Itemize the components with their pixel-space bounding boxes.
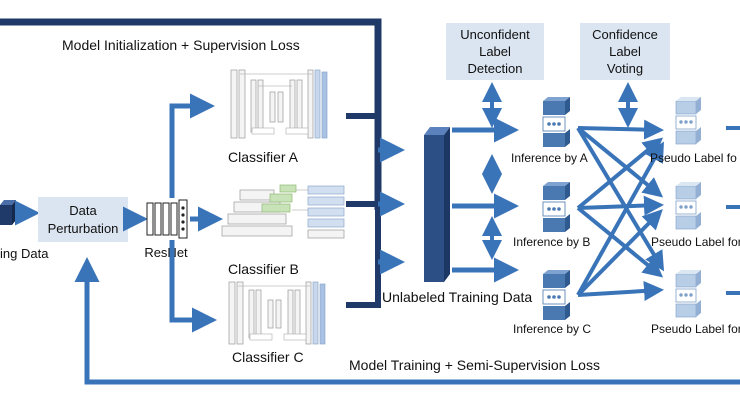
unlabeled-data-pillar-icon <box>424 127 450 282</box>
training-data-label: ing Data <box>0 246 49 261</box>
pseudo-b-cubes-icon <box>675 182 701 230</box>
classifier-c-network-icon <box>228 281 326 345</box>
data-perturbation-box <box>38 197 128 242</box>
pseudo-c-label: Pseudo Label for <box>651 322 740 336</box>
resnet-icon <box>146 199 188 239</box>
bottom-loop-label: Model Training + Semi-Supervision Loss <box>349 357 600 373</box>
inference-a-label: Inference by A <box>511 151 588 165</box>
inference-c-label: Inference by C <box>513 322 591 336</box>
pseudo-a-cubes-icon <box>675 97 701 145</box>
voting-line1: Confidence <box>592 27 658 42</box>
training-data-cube-icon <box>0 200 16 225</box>
top-loop-line <box>0 18 382 210</box>
inference-c-cubes-icon <box>542 270 570 320</box>
inference-a-cubes-icon <box>542 97 570 147</box>
unlabeled-data-label: Unlabeled Training Data <box>382 289 532 305</box>
classifier-c-label: Classifier C <box>232 349 304 365</box>
connector-c <box>346 210 381 308</box>
cross-arrows <box>576 119 665 301</box>
unconfident-detection-box <box>446 23 544 80</box>
classifier-b-network-icon <box>221 184 345 239</box>
top-loop-label: Model Initialization + Supervision Loss <box>62 37 300 53</box>
voting-line3: Voting <box>607 61 643 76</box>
unconfident-line1: Unconfident <box>460 27 530 42</box>
voting-line2: Label <box>609 44 641 59</box>
unconfident-line3: Detection <box>468 61 523 76</box>
classifier-b-label: Classifier B <box>228 261 299 277</box>
classifier-a-label: Classifier A <box>228 149 299 165</box>
resnet-label: ResNet <box>144 245 188 260</box>
inference-b-label: Inference by B <box>513 235 590 249</box>
arrow-to-classifier-c <box>169 240 217 333</box>
inference-b-cubes-icon <box>542 182 570 232</box>
data-perturbation-line2: Perturbation <box>48 221 119 236</box>
unconfident-line2: Label <box>479 44 511 59</box>
pseudo-a-label: Pseudo Label fo <box>650 151 737 165</box>
pseudo-c-cubes-icon <box>675 270 701 318</box>
pseudo-b-label: Pseudo Label for <box>651 235 740 249</box>
arrow-to-classifier-a <box>169 93 215 198</box>
bottom-loop-line <box>74 257 740 385</box>
voting-box <box>580 23 670 80</box>
data-perturbation-line1: Data <box>69 203 97 218</box>
classifier-a-network-icon <box>230 69 328 139</box>
